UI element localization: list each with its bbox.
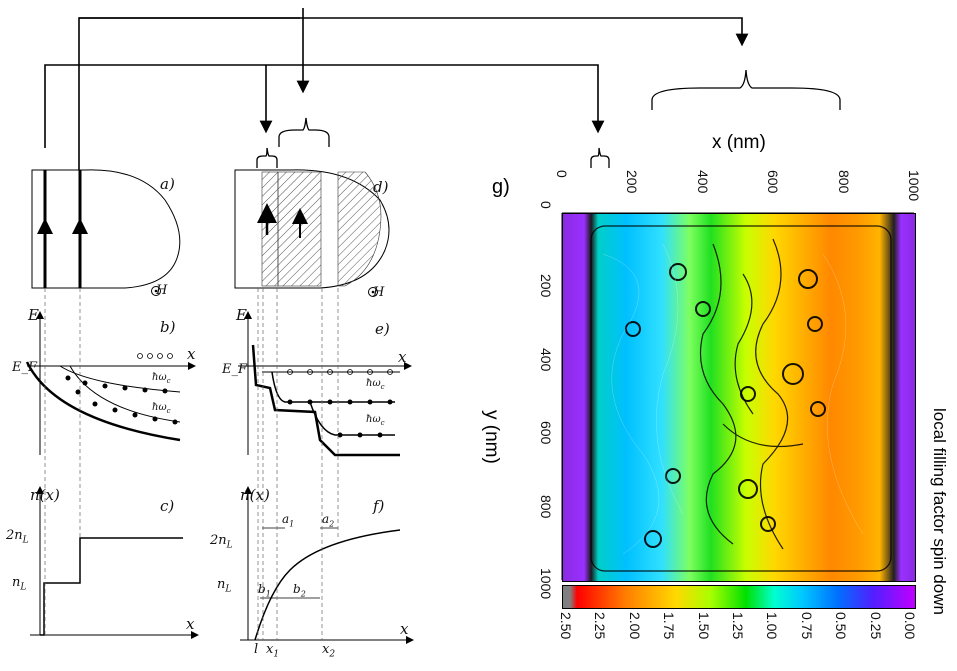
connector-arrows: [44, 8, 749, 170]
heatmap-left-tick-600: 600: [538, 421, 554, 445]
braces: [256, 69, 841, 168]
heatmap-top-tick-200: 200: [624, 170, 641, 194]
x-tick-x1: x1: [266, 642, 280, 660]
panel-label-d: d): [373, 178, 389, 196]
width-b1: b1: [258, 582, 271, 599]
width-a1: a1: [282, 512, 295, 529]
fermi-label-b: E_F: [12, 360, 38, 375]
heatmap-left-tick-800: 800: [538, 494, 554, 518]
heatmap-left-tick-200: 200: [538, 274, 554, 298]
filling-factor-heatmap: [562, 213, 916, 582]
panel-label-e: e): [375, 320, 390, 338]
heatmap-left-tick-1000: 1000: [538, 568, 554, 600]
x-axis-label-f: x: [400, 620, 409, 638]
landau-gap-label-b1: ħωc: [152, 372, 171, 385]
colorbar-tick-0.75: 0.75: [798, 612, 815, 640]
colorbar-tick-1.25: 1.25: [730, 612, 746, 640]
width-a2: a2: [322, 512, 335, 529]
colorbar: [562, 585, 916, 609]
x-axis-label-e: x: [398, 348, 407, 366]
colorbar-tick-2.25: 2.25: [592, 612, 609, 640]
energy-axis-label-e: E: [236, 306, 247, 324]
panel-a-sample: [31, 169, 181, 296]
panel-label-b: b): [160, 318, 176, 336]
panel-e-energy: [238, 311, 412, 457]
colorbar-tick-1.50: 1.50: [695, 612, 712, 640]
density-axis-label-c: n(x): [30, 486, 60, 504]
density-axis-label-f: n(x): [240, 486, 270, 504]
field-label-a: H: [156, 283, 168, 298]
heatmap-top-tick-0: 0: [554, 170, 570, 178]
heatmap-y-axis-label: y (nm): [481, 410, 502, 464]
x-axis-label-c: x: [186, 615, 195, 633]
guide-lines: [44, 288, 339, 640]
colorbar-tick-0.50: 0.50: [833, 612, 850, 640]
density-tick-nl-f: nL: [217, 577, 232, 595]
colorbar-tick-2.00: 2.00: [626, 612, 643, 640]
density-tick-2nl-f: 2nL: [210, 533, 233, 551]
fermi-label-e: E_F: [222, 362, 248, 377]
heatmap-left-tick-400: 400: [538, 347, 554, 372]
panel-c-density: [30, 486, 199, 639]
colorbar-tick-0.25: 0.25: [867, 612, 884, 640]
colorbar-tick-0.00: 0.00: [902, 612, 918, 640]
panel-f-density: [240, 486, 414, 644]
width-b2: b2: [293, 582, 306, 599]
density-tick-nl-c: nL: [12, 575, 27, 593]
field-label-d: H: [373, 285, 385, 300]
panel-d-sample: [234, 169, 390, 297]
heatmap-top-tick-400: 400: [694, 170, 711, 194]
heatmap-top-tick-600: 600: [765, 170, 782, 194]
x-tick-x2: x2: [322, 642, 336, 660]
energy-axis-label-b: E: [28, 306, 39, 324]
heatmap-top-tick-800: 800: [835, 170, 852, 194]
panel-label-f: f): [373, 497, 385, 515]
colorbar-tick-1.75: 1.75: [661, 612, 678, 640]
colorbar-label: local filling factor spin down: [930, 408, 949, 615]
x-axis-label-b: x: [187, 345, 196, 363]
landau-gap-label-e2: ħωc: [366, 414, 385, 427]
panel-label-a: a): [160, 175, 175, 193]
density-tick-2nl-c: 2nL: [6, 528, 29, 546]
heatmap-left-tick-0: 0: [538, 201, 554, 209]
colorbar-tick-1.00: 1.00: [764, 612, 781, 640]
panel-b-energy: [25, 311, 196, 455]
colorbar-tick-2.50: 2.50: [558, 612, 574, 640]
landau-gap-label-e1: ħωc: [366, 378, 385, 391]
panel-label-c: c): [160, 497, 175, 515]
heatmap-top-tick-1000: 1000: [906, 170, 922, 202]
panel-label-g: g): [492, 176, 510, 198]
heatmap-x-axis-label: x (nm): [712, 132, 766, 153]
landau-gap-label-b2: ħωc: [152, 402, 171, 415]
x-tick-l: l: [254, 642, 259, 657]
